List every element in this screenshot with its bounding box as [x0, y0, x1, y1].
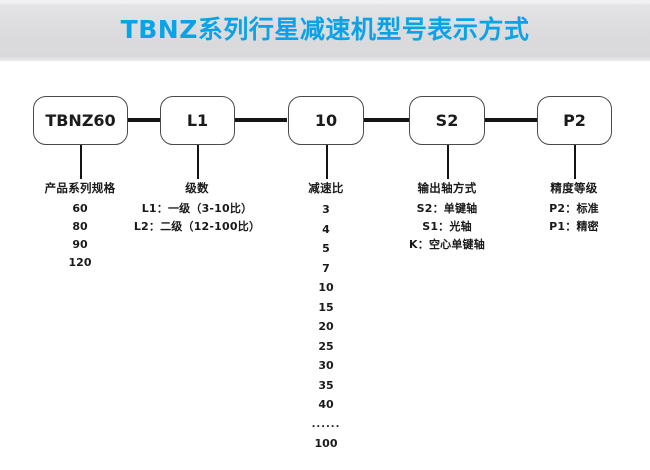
column-stage: 级数 L1：一级（3-10比） L2：二级（12-100比） [117, 179, 277, 236]
column-series-item: 60 [72, 202, 88, 215]
node-series-label: TBNZ60 [45, 111, 116, 130]
column-precision: 精度等级 P2：标准 P1：精密 [514, 179, 634, 236]
dropline-precision [574, 145, 576, 179]
column-ratio-item: 4 [322, 222, 330, 236]
node-stage-label: L1 [186, 111, 209, 130]
column-stage-heading: 级数 [185, 181, 209, 195]
column-ratio-item: 15 [318, 300, 334, 314]
column-series-item: 80 [72, 220, 88, 233]
connector-series-to-stage [126, 118, 162, 122]
connector-ratio-to-shaft [364, 118, 410, 122]
column-ratio-item: 7 [322, 261, 330, 275]
column-precision-item: P1：精密 [549, 220, 599, 233]
column-ratio-item: 35 [318, 378, 334, 392]
connector-stage-to-ratio [233, 118, 287, 122]
node-stage[interactable]: L1 [160, 96, 235, 145]
column-ratio-item: 40 [318, 398, 334, 411]
column-stage-item: L1：一级（3-10比） [141, 202, 253, 215]
column-ratio-item: 10 [318, 281, 334, 294]
column-series-item: 90 [72, 238, 88, 251]
column-ratio-item: 30 [318, 359, 334, 372]
column-ratio-item: 3 [322, 203, 330, 216]
node-shaft-label: S2 [435, 111, 459, 130]
column-series-heading: 产品系列规格 [44, 181, 116, 195]
dropline-stage [197, 145, 199, 179]
dropline-series [80, 145, 82, 179]
node-ratio[interactable]: 10 [288, 96, 364, 145]
node-precision-label: P2 [563, 111, 586, 130]
column-shaft-heading: 输出轴方式 [417, 181, 477, 195]
column-precision-item: P2：标准 [549, 202, 599, 215]
column-ratio-item: 25 [318, 339, 334, 353]
column-shaft: 输出轴方式 S2：单键轴 S1：光轴 K：空心单键轴 [377, 179, 517, 254]
column-ratio: 减速比 3 4 5 7 10 15 20 25 30 35 40 ...... … [266, 179, 386, 454]
column-precision-heading: 精度等级 [550, 181, 598, 195]
node-precision[interactable]: P2 [537, 96, 612, 145]
column-ratio-item: 20 [318, 320, 334, 333]
column-series-item: 120 [68, 256, 92, 269]
page-title: TBNZ系列行星减速机型号表示方式 [120, 15, 530, 44]
column-shaft-item: K：空心单键轴 [409, 238, 485, 251]
column-ratio-item: 100 [314, 437, 338, 450]
column-ratio-heading: 减速比 [308, 181, 344, 195]
connector-shaft-to-precision [484, 118, 539, 122]
title-banner: TBNZ系列行星减速机型号表示方式 [0, 0, 650, 61]
node-ratio-label: 10 [314, 111, 338, 130]
column-series: 产品系列规格 60 80 90 120 [10, 179, 150, 272]
dropline-shaft [447, 145, 449, 179]
node-series[interactable]: TBNZ60 [33, 96, 128, 145]
column-shaft-item: S2：单键轴 [416, 202, 478, 215]
column-stage-item: L2：二级（12-100比） [133, 220, 261, 233]
node-shaft[interactable]: S2 [409, 96, 485, 145]
model-code-diagram: TBNZ60 L1 10 S2 P2 产品系列规格 60 80 90 120 级… [0, 61, 650, 470]
column-ratio-item: 5 [322, 242, 330, 255]
dropline-ratio [326, 145, 328, 179]
column-ratio-item: ...... [311, 418, 341, 430]
column-shaft-item: S1：光轴 [422, 220, 472, 233]
